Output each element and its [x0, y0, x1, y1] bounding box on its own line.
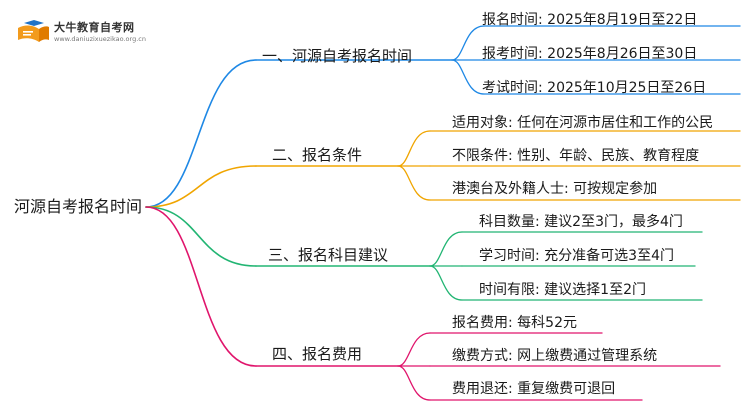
branch-3-leaf-1: 科目数量: 建议2至3门，最多4门 [479, 214, 683, 230]
root-node: 河源自考报名时间 [14, 197, 143, 216]
branch-4-leaf-3: 费用退还: 重复缴费可退回 [452, 381, 616, 397]
branch-1-leaf-3: 考试时间: 2025年10月25日至26日 [482, 80, 707, 96]
branch-4-leaf-1: 报名费用: 每科52元 [452, 315, 577, 331]
book-cap-icon [18, 20, 49, 42]
branch-3-connector [145, 206, 257, 267]
branch-3-leaf-3: 时间有限: 建议选择1至2门 [479, 282, 646, 298]
branch-4-leaf-3-connector [397, 365, 431, 401]
branch-3-leaf-2: 学习时间: 充分准备可选3至4门 [479, 248, 674, 264]
logo-url: www.daniuzixuezikao.org.cn [54, 35, 146, 43]
branch-2-leaf-1: 适用对象: 任何在河源市居住和工作的公民 [452, 115, 714, 131]
branch-4-leaf-1-connector [397, 332, 431, 367]
branch-3-label: 三、报名科目建议 [268, 246, 389, 264]
branch-2-leaf-3: 港澳台及外籍人士: 可按规定参加 [452, 181, 658, 197]
branch-4-connector [145, 206, 257, 367]
logo-title: 大牛教育自考网 [54, 21, 135, 34]
branch-2-label: 二、报名条件 [272, 146, 363, 164]
branch-2-leaf-3-connector [397, 165, 431, 201]
branch-4-leaf-2: 缴费方式: 网上缴费通过管理系统 [452, 348, 658, 364]
branch-1-leaf-1: 报名时间: 2025年8月19日至22日 [482, 12, 698, 28]
branch-3-leaf-3-connector [429, 265, 463, 301]
site-logo: 大牛教育自考网 www.daniuzixuezikao.org.cn [16, 18, 176, 48]
branch-2-connector [145, 165, 257, 208]
branch-1-leaf-2: 报考时间: 2025年8月26日至30日 [482, 46, 698, 62]
branch-2-leaf-2: 不限条件: 性别、年龄、民族、教育程度 [452, 148, 700, 164]
branch-1-label: 一、河源自考报名时间 [262, 47, 413, 65]
branch-1-leaf-1-connector [451, 25, 485, 61]
branch-3-leaf-1-connector [429, 231, 463, 267]
branch-2-leaf-1-connector [397, 130, 431, 167]
branch-4-label: 四、报名费用 [272, 345, 363, 363]
branch-1-connector [145, 59, 257, 208]
branch-1-leaf-3-connector [451, 59, 485, 95]
